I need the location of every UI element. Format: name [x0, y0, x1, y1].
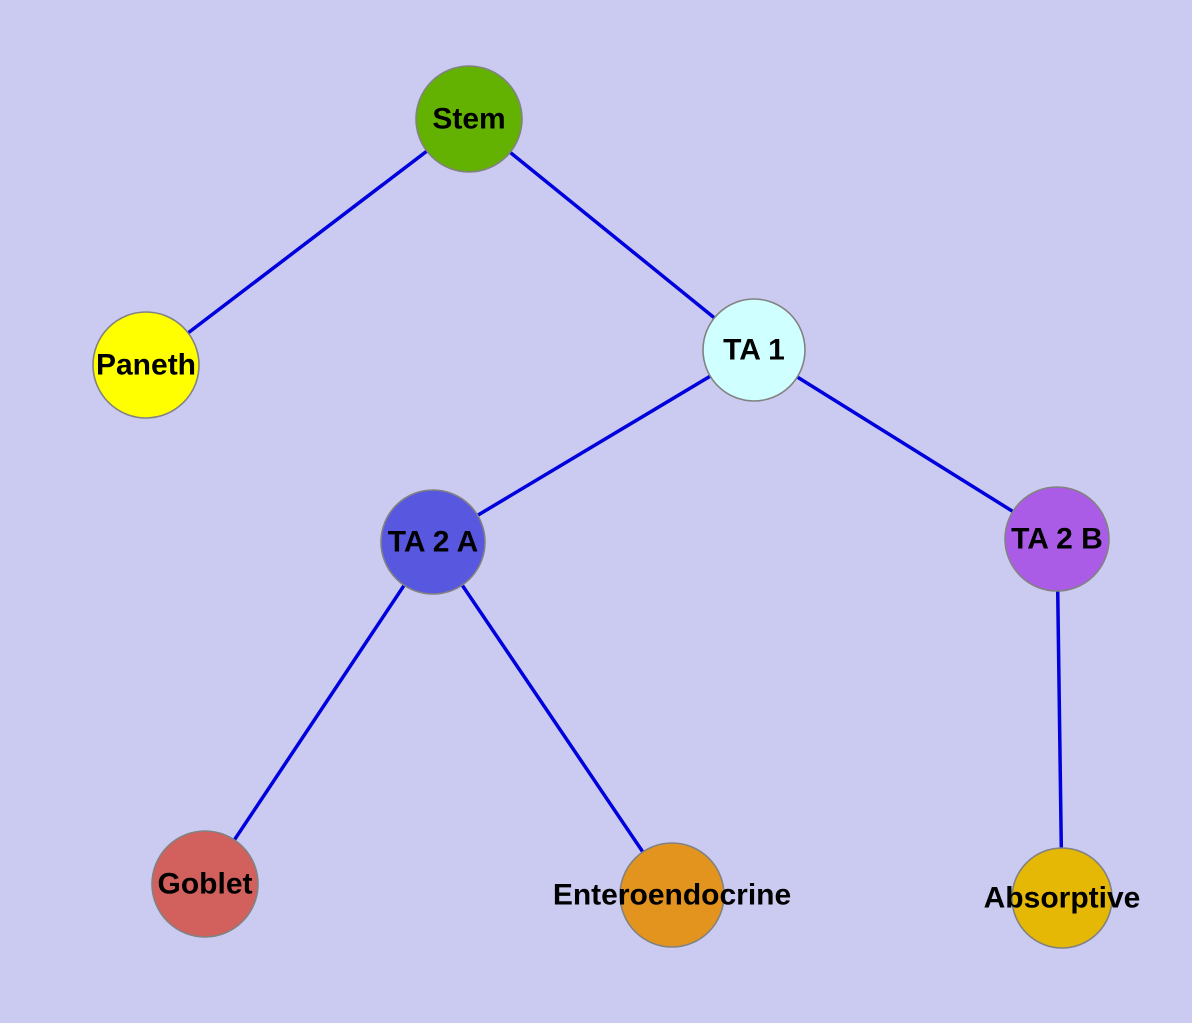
node-enteroendocrine: Enteroendocrine: [553, 842, 791, 948]
node-ta1: TA 1: [702, 298, 806, 402]
node-label-enteroendocrine: Enteroendocrine: [553, 879, 791, 912]
edge-ta2a-enteroendocrine: [431, 541, 674, 896]
node-label-goblet: Goblet: [158, 868, 253, 901]
node-label-ta2a: TA 2 A: [388, 526, 479, 559]
node-circle-ta1: [702, 298, 806, 402]
node-label-stem: Stem: [432, 103, 505, 136]
node-circle-stem: [415, 65, 523, 173]
edge-ta1-ta2b: [753, 348, 1058, 541]
node-circle-absorptive: [1011, 847, 1113, 949]
node-label-paneth: Paneth: [96, 349, 196, 382]
node-label-absorptive: Absorptive: [984, 882, 1141, 915]
edge-ta1-ta2a: [432, 348, 755, 544]
edge-stem-paneth: [144, 117, 471, 367]
node-ta2b: TA 2 B: [1004, 486, 1110, 592]
edge-ta2a-goblet: [203, 541, 435, 885]
node-circle-paneth: [92, 311, 200, 419]
node-circle-ta2a: [380, 489, 486, 595]
edge-ta2b-absorptive: [1055, 538, 1064, 899]
node-label-ta2b: TA 2 B: [1011, 523, 1103, 556]
node-absorptive: Absorptive: [984, 847, 1141, 949]
node-label-ta1: TA 1: [723, 334, 785, 367]
node-circle-goblet: [151, 830, 259, 938]
node-circle-enteroendocrine: [619, 842, 725, 948]
node-paneth: Paneth: [92, 311, 200, 419]
node-ta2a: TA 2 A: [380, 489, 486, 595]
node-circle-ta2b: [1004, 486, 1110, 592]
edge-stem-ta1: [467, 117, 756, 352]
node-stem: Stem: [415, 65, 523, 173]
node-goblet: Goblet: [151, 830, 259, 938]
